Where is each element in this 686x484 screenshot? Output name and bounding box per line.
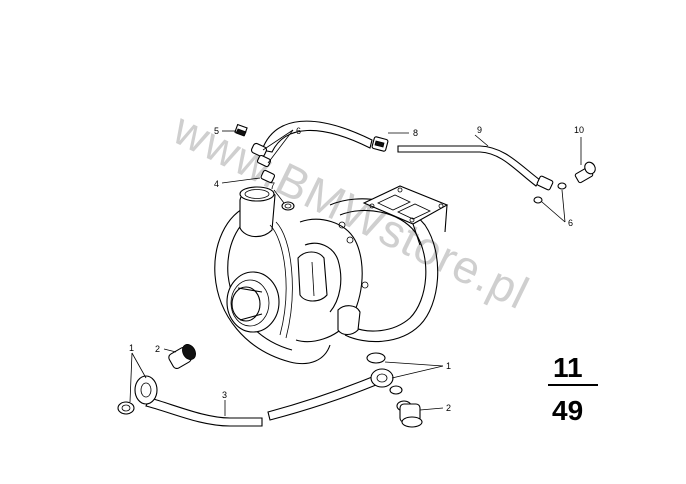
callout-5: 5 xyxy=(214,126,219,136)
callout-1-right: 1 xyxy=(446,361,451,371)
oil-return-line xyxy=(117,344,423,428)
leader-lines xyxy=(129,129,582,416)
callout-2-left: 2 xyxy=(155,344,160,354)
callout-1-left: 1 xyxy=(129,343,134,353)
callout-8: 8 xyxy=(413,128,418,138)
turbocharger-drawing xyxy=(214,185,449,365)
callout-4: 4 xyxy=(214,179,219,189)
callout-6-right: 6 xyxy=(568,218,573,228)
page-number: 11 49 xyxy=(548,352,598,426)
callout-7: 7 xyxy=(270,181,275,191)
callout-10: 10 xyxy=(574,125,584,135)
page-number-bottom: 49 xyxy=(552,395,583,426)
oil-feed-line xyxy=(234,120,596,211)
callout-labels: 5 6 4 7 8 9 10 6 1 2 3 1 2 xyxy=(129,125,584,413)
page-number-top: 11 xyxy=(553,352,583,383)
callout-6-upper: 6 xyxy=(296,126,301,136)
callout-2-right: 2 xyxy=(446,403,451,413)
callout-3: 3 xyxy=(222,390,227,400)
callout-9: 9 xyxy=(477,125,482,135)
